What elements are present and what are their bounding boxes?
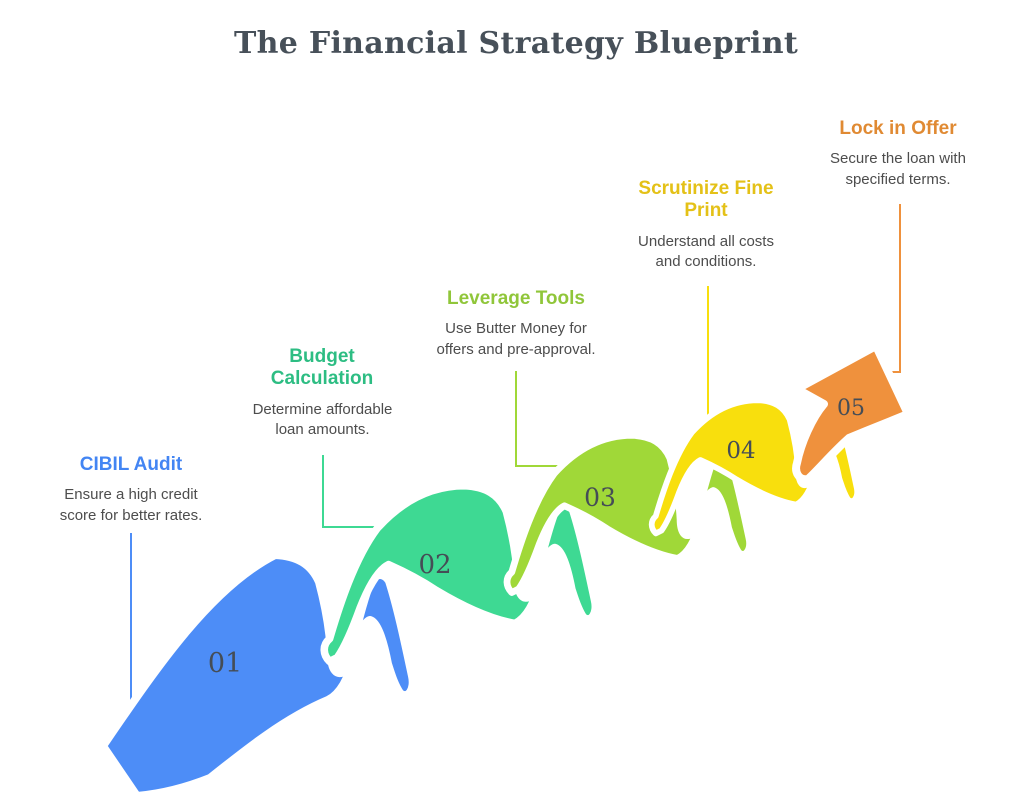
step-2-description: Determine affordable loan amounts.	[252, 400, 393, 439]
step-3-number: 03	[584, 483, 616, 512]
step-5-number: 05	[837, 396, 865, 421]
step-1-label: CIBIL Audit Ensure a high credit score f…	[36, 454, 226, 526]
step-2-label: Budget Calculation Determine affordable …	[252, 346, 393, 440]
step-5-connector-line	[889, 204, 901, 373]
step-3-title: Leverage Tools	[447, 288, 585, 309]
step-2-title: Budget Calculation	[270, 346, 374, 390]
step-1-ribbon	[99, 551, 417, 800]
step-3-label: Leverage Tools Use Butter Money for offe…	[411, 288, 621, 360]
page-title: The Financial Strategy Blueprint	[233, 26, 799, 61]
step-3-connector-line	[515, 371, 568, 467]
step-5-label: Lock in Offer Secure the loan with speci…	[808, 118, 988, 190]
step-4-description: Understand all costs and conditions.	[638, 232, 774, 271]
step-1-title: CIBIL Audit	[79, 454, 183, 475]
step-3-description: Use Butter Money for offers and pre-appr…	[436, 320, 596, 358]
step-1-description: Ensure a high credit score for better ra…	[59, 486, 203, 524]
step-4-label: Scrutinize Fine Print Understand all cos…	[626, 178, 786, 272]
step-4-number: 04	[726, 438, 755, 464]
step-1-number: 01	[208, 648, 242, 679]
step-5-arrow	[792, 342, 912, 484]
step-5-title: Lock in Offer	[839, 118, 957, 139]
step-2-connector-line	[322, 455, 385, 528]
step-2-number: 02	[418, 550, 451, 580]
step-4-title: Scrutinize Fine Print	[638, 178, 774, 222]
step-5-description: Secure the loan with specified terms.	[830, 150, 966, 188]
